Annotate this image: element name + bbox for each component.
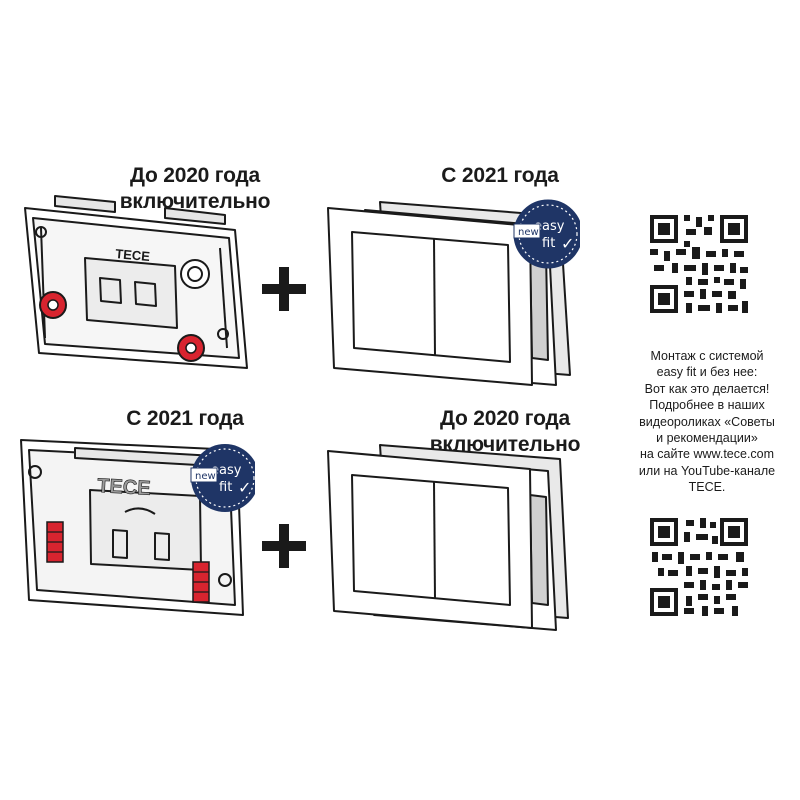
info-line: и рекомендации» xyxy=(656,431,758,446)
check-icon: ✓ xyxy=(561,234,574,253)
info-line: видеороликах «Советы xyxy=(639,414,775,429)
info-text-block: Монтаж с системой easy fit и без нее: Во… xyxy=(612,348,800,496)
heading-line: С 2021 года xyxy=(126,407,244,430)
new-mounting-frame-illustration: TECE easy fit ✓ new xyxy=(20,439,255,616)
info-line: Вот как это делается! xyxy=(644,381,770,396)
badge-fit-text: fit xyxy=(219,480,232,495)
qr-code-icon xyxy=(650,215,748,313)
heading-line: До 2020 года xyxy=(439,407,571,430)
badge-easy-text: easy xyxy=(211,463,242,478)
red-clip-left xyxy=(46,521,64,563)
info-line: или на YouTube-канале xyxy=(638,463,776,478)
heading-line: До 2020 года xyxy=(129,164,261,187)
flush-plate-2020-illustration xyxy=(327,444,569,631)
check-icon: ✓ xyxy=(238,478,251,497)
red-clip-right xyxy=(192,561,210,603)
heading-before-2020-top: До 2020 года включительно xyxy=(95,163,295,215)
heading-from-2021-top: С 2021 года xyxy=(400,163,600,189)
info-line: Подробнее в наших xyxy=(649,398,765,413)
badge-fit-text: fit xyxy=(542,236,555,251)
easy-fit-badge: easy fit ✓ new xyxy=(513,199,580,269)
flush-plate-2021-illustration: easy fit ✓ new xyxy=(327,199,580,386)
frame-logo-text: TECE xyxy=(115,246,151,264)
info-line: TECE. xyxy=(688,480,726,495)
badge-easy-text: easy xyxy=(534,219,565,234)
qr-code-icon xyxy=(650,518,748,616)
heading-from-2021-bottom: С 2021 года xyxy=(85,406,285,432)
badge-new-text: new xyxy=(195,471,216,482)
heading-before-2020-bottom: До 2020 года включительно xyxy=(405,406,605,458)
red-screw-left xyxy=(39,291,67,319)
info-line: easy fit и без нее: xyxy=(656,365,758,380)
badge-new-text: new xyxy=(518,227,539,238)
plus-icon xyxy=(262,267,306,311)
heading-line: включительно xyxy=(119,190,271,213)
easy-fit-badge: easy fit ✓ new xyxy=(190,444,255,512)
plus-icon xyxy=(262,524,306,568)
red-screw-right xyxy=(177,334,205,362)
frame-logo-text: TECE xyxy=(97,475,151,500)
heading-line: включительно xyxy=(429,433,581,456)
info-line: на сайте www.tece.com xyxy=(639,447,775,462)
old-mounting-frame-illustration: TECE xyxy=(24,195,248,369)
info-line: Монтаж с системой xyxy=(650,349,764,363)
heading-line: С 2021 года xyxy=(441,164,559,187)
